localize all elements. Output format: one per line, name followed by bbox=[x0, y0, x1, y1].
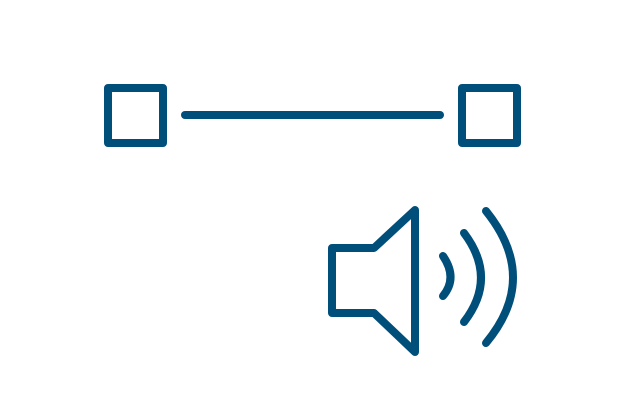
line-with-square-endpoints-icon bbox=[104, 84, 521, 147]
sound-wave-small bbox=[439, 252, 455, 300]
speaker-volume-icon bbox=[328, 206, 517, 356]
left-endpoint-square bbox=[104, 84, 167, 147]
speaker-body bbox=[328, 206, 419, 356]
sound-wave-medium bbox=[460, 229, 485, 326]
sound-wave-large bbox=[482, 207, 517, 347]
right-endpoint-square bbox=[458, 84, 521, 147]
